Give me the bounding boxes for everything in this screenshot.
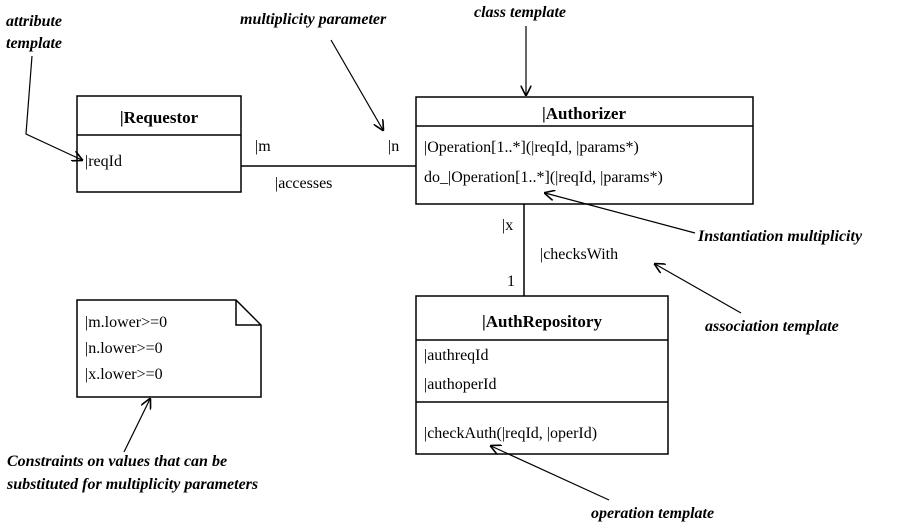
authrepository-operation-checkauth: |checkAuth(|reqId, |operId) [424,425,597,442]
authrepository-class-name: |AuthRepository [482,312,602,331]
callout-attribute-template-line2: template [6,35,62,52]
arrow-attribute-template [25,55,82,160]
requestor-class-name: |Requestor [120,108,199,127]
requestor-attribute-reqid: |reqId [85,153,122,170]
arrow-operation-template [491,446,610,501]
callout-class-template: class template [474,4,566,21]
checks-with-end-x-label: |x [502,217,513,234]
constraint-m-lower: |m.lower>=0 [85,314,167,331]
authorizer-operation-1: |Operation[1..*](|reqId, |params*) [424,139,639,156]
accesses-association-name: |accesses [275,175,332,192]
constraint-n-lower: |n.lower>=0 [85,340,163,357]
checks-with-association-name: |checksWith [540,246,618,263]
requestor-class: |Requestor |reqId [76,95,242,193]
checks-with-end-1-label: 1 [507,273,515,290]
accesses-end-m-label: |m [255,138,271,155]
constraint-x-lower: |x.lower>=0 [85,366,163,383]
callout-multiplicity-parameter: multiplicity parameter [240,11,387,28]
accesses-end-n-label: |n [388,138,399,155]
authorizer-operation-2: do_|Operation[1..*](|reqId, |params*) [424,169,663,186]
authorizer-class: |Authorizer |Operation[1..*](|reqId, |pa… [415,96,754,205]
callout-constraints-line2: substituted for multiplicity parameters [6,476,258,493]
callout-instantiation-multiplicity: Instantiation multiplicity [697,228,863,245]
arrow-instantiation-multiplicity [545,193,696,234]
authrepository-attribute-authoperid: |authoperId [424,376,497,393]
callout-attribute-template-line1: attribute [6,13,62,30]
authrepository-attribute-authreqid: |authreqId [424,347,489,364]
callout-association-template: association template [705,318,839,335]
arrow-constraints [123,399,150,453]
arrow-multiplicity-parameter [330,39,383,130]
callout-constraints-line1: Constraints on values that can be [7,453,227,470]
arrow-association-template [655,264,742,314]
constraint-note: |m.lower>=0 |n.lower>=0 |x.lower>=0 [76,299,262,398]
authorizer-class-name: |Authorizer [542,104,626,123]
callout-operation-template: operation template [591,505,714,522]
authrepository-class: |AuthRepository |authreqId |authoperId |… [415,295,669,455]
